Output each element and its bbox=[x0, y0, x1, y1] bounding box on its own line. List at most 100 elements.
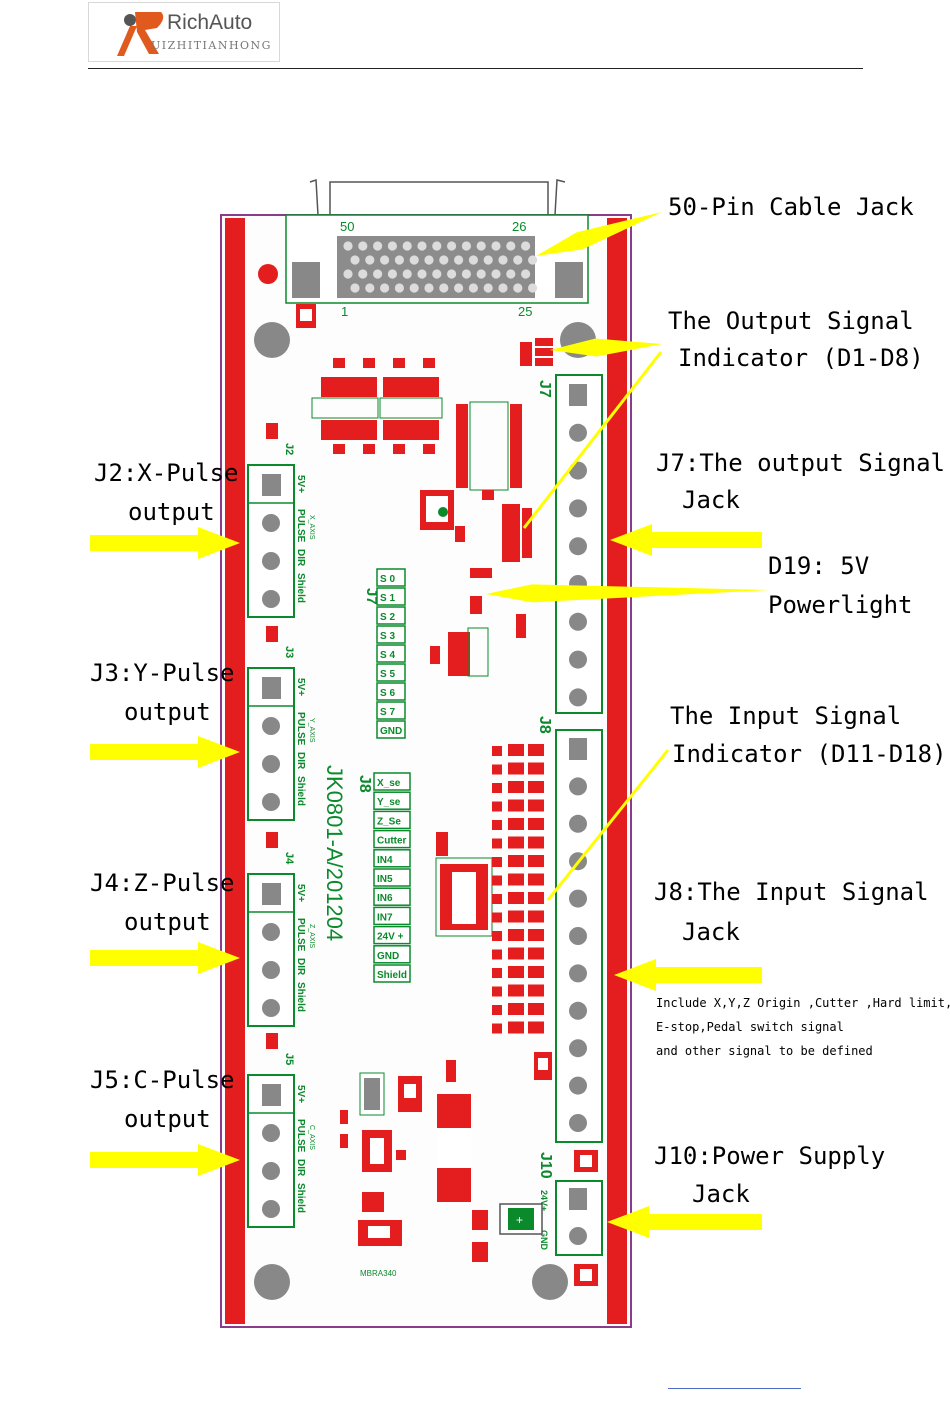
in-label-3: Cutter bbox=[377, 836, 407, 847]
cn-pin bbox=[491, 241, 501, 251]
in-label-9: GND bbox=[377, 951, 399, 962]
pointer-line bbox=[546, 749, 670, 901]
pin-label-j2-2: DIR bbox=[295, 549, 306, 567]
cn-pin bbox=[461, 241, 471, 251]
input-led bbox=[508, 947, 524, 960]
cn-pin bbox=[491, 269, 501, 279]
silk-mbra340: MBRA340 bbox=[360, 1269, 397, 1278]
cn-pin bbox=[380, 255, 390, 265]
input-resistor bbox=[528, 984, 544, 997]
pin-label-j3-2: DIR bbox=[295, 752, 306, 770]
s-label-8: GND bbox=[380, 726, 402, 737]
input-led bbox=[508, 929, 524, 941]
s-label-5: S 5 bbox=[380, 669, 395, 680]
cn-pin bbox=[513, 283, 523, 293]
led bbox=[266, 1033, 278, 1049]
input-led bbox=[508, 818, 524, 830]
in-label-6: IN6 bbox=[377, 893, 393, 904]
pulse-connectors: J2X_AXIS5V+PULSEDIRShieldJ3Y_AXIS5V+PULS… bbox=[247, 423, 315, 1228]
cn-pin bbox=[439, 283, 449, 293]
callout-input-indicator-line1: The Input Signal bbox=[670, 702, 901, 730]
cn-pin bbox=[468, 283, 478, 293]
callout-j10-line2: Jack bbox=[692, 1180, 750, 1208]
pin-round bbox=[262, 755, 280, 773]
j7-pin bbox=[569, 499, 587, 518]
cn-pin bbox=[373, 241, 383, 251]
callout-output-indicator-line1: The Output Signal bbox=[668, 307, 914, 335]
cn-pin bbox=[498, 255, 508, 265]
callout-j5-line1: J5:C-Pulse bbox=[90, 1066, 235, 1094]
cn-pin bbox=[402, 241, 412, 251]
j8-pin bbox=[569, 1039, 587, 1058]
j7-pin bbox=[569, 612, 587, 631]
pin-label-j3-1: PULSE bbox=[295, 712, 306, 746]
s-label-6: S 6 bbox=[380, 688, 395, 699]
pin-label-j3-0: 5V+ bbox=[295, 678, 306, 696]
callout-j7-line1: J7:The output Signal bbox=[656, 449, 945, 477]
cn-pin bbox=[461, 269, 471, 279]
cn-pin bbox=[528, 283, 538, 293]
pin-round bbox=[262, 1162, 280, 1180]
cn-pin bbox=[358, 241, 368, 251]
input-resistor bbox=[528, 818, 544, 830]
input-led bbox=[508, 984, 524, 997]
j8-pin bbox=[569, 927, 587, 945]
callout-arrows bbox=[90, 212, 770, 1238]
led bbox=[266, 423, 278, 439]
in-label-7: IN7 bbox=[377, 912, 393, 923]
callout-j7-line2: Jack bbox=[682, 486, 740, 514]
pin-label-j4-0: 5V+ bbox=[295, 884, 306, 902]
arrow-wedge bbox=[550, 338, 662, 357]
pin-round bbox=[262, 999, 280, 1017]
pin-round bbox=[262, 590, 280, 608]
callout-j4-line1: J4:Z-Pulse bbox=[90, 869, 235, 897]
pin-round bbox=[262, 961, 280, 979]
input-resistor bbox=[528, 910, 544, 923]
cn-pin bbox=[506, 269, 516, 279]
input-resistor bbox=[528, 873, 544, 886]
input-resistor bbox=[528, 1003, 544, 1015]
j10-terminal-block: J10 24V+ GND bbox=[537, 1150, 603, 1286]
callout-j3-line2: output bbox=[124, 698, 211, 726]
cn-pin bbox=[432, 269, 442, 279]
cn-pin bbox=[424, 283, 434, 293]
cn-pin bbox=[365, 255, 375, 265]
pin-label-j5-1: PULSE bbox=[295, 1119, 306, 1153]
silk-j2-label: J2 bbox=[283, 443, 295, 455]
middle-components bbox=[435, 744, 552, 1080]
silk-j7b-label: J7 bbox=[536, 380, 553, 398]
cn-pin bbox=[394, 283, 404, 293]
input-led bbox=[508, 799, 524, 812]
pin-round bbox=[262, 717, 280, 735]
cn-pin bbox=[409, 283, 419, 293]
callout-j2-line2: output bbox=[128, 498, 215, 526]
input-led bbox=[508, 855, 524, 867]
silk-j8-label: J8 bbox=[356, 775, 373, 793]
s-label-0: S 0 bbox=[380, 574, 395, 585]
cn-pin bbox=[454, 283, 464, 293]
cable-jack-50pin: 50 26 1 25 bbox=[285, 178, 589, 319]
in-label-5: IN5 bbox=[377, 874, 393, 885]
cn-pin bbox=[432, 241, 442, 251]
footer-link-underline bbox=[668, 1388, 801, 1389]
pin-round bbox=[262, 1124, 280, 1142]
arrow-right bbox=[90, 1144, 240, 1176]
cn-pin bbox=[417, 241, 427, 251]
input-led bbox=[508, 892, 524, 904]
j7-pin bbox=[569, 688, 587, 707]
j7-terminal-block: J7 bbox=[536, 374, 603, 714]
cn-pin bbox=[454, 255, 464, 265]
in-label-4: IN4 bbox=[377, 855, 393, 866]
cn-pin bbox=[476, 241, 486, 251]
input-resistor bbox=[528, 947, 544, 960]
j8-pin bbox=[569, 814, 587, 833]
arrow-left bbox=[610, 524, 762, 556]
pin-label-j2-1: PULSE bbox=[295, 509, 306, 543]
pin-round bbox=[262, 552, 280, 570]
header-rule bbox=[88, 68, 863, 69]
j10-pin-gnd: GND bbox=[539, 1230, 549, 1251]
bottom-components: MBRA340 + bbox=[340, 1060, 543, 1278]
in-label-2: Z_Se bbox=[377, 816, 401, 827]
input-resistor bbox=[528, 929, 544, 941]
